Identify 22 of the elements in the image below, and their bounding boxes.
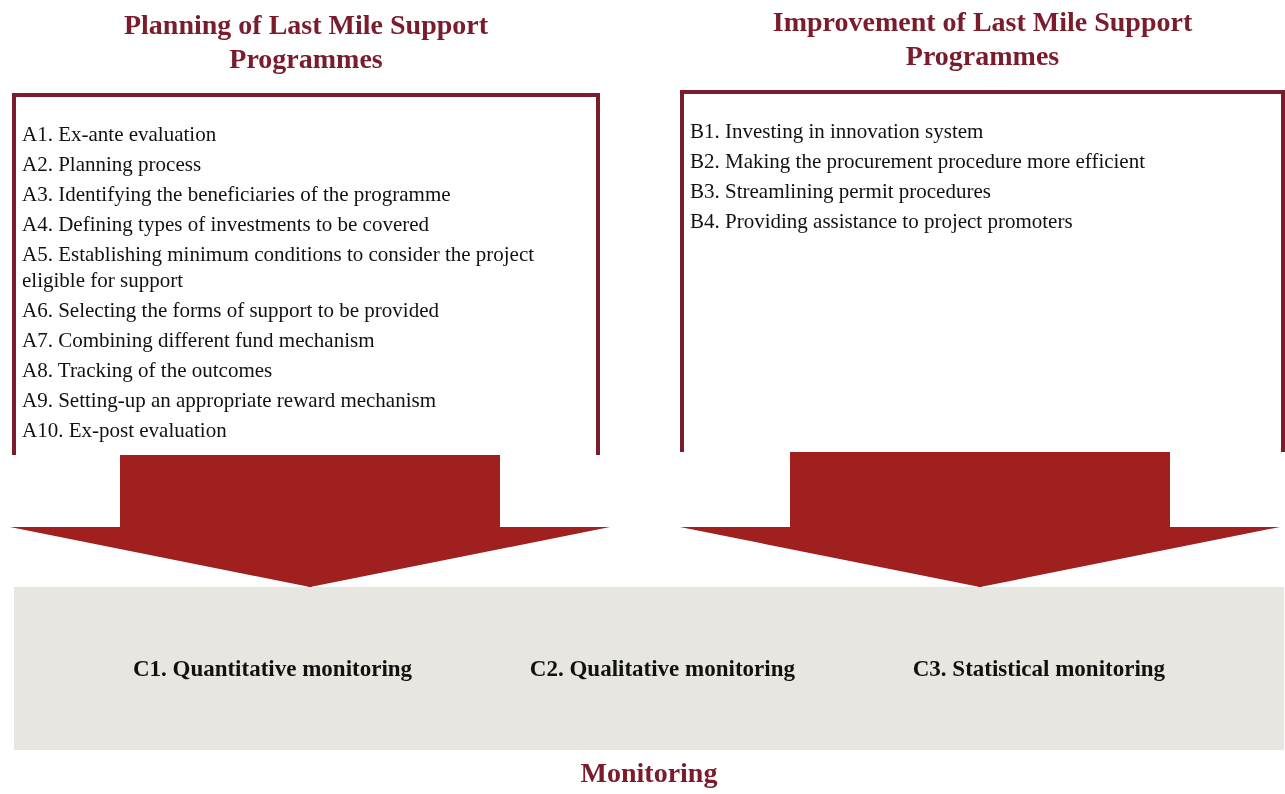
band-heading: Monitoring <box>579 757 719 789</box>
list-item: A6. Selecting the forms of support to be provided <box>22 297 439 323</box>
list-item: A8. Tracking of the outcomes <box>22 357 273 383</box>
block-arrow <box>10 455 610 587</box>
list-item: A1. Ex-ante evaluation <box>22 121 217 147</box>
list-item: B3. Streamlining permit procedures <box>690 178 991 204</box>
monitoring-type: C3. Statistical monitoring <box>912 655 1166 682</box>
list-item: A7. Combining different fund mechanism <box>22 327 375 353</box>
list-item: A2. Planning process <box>22 151 202 177</box>
list-item: A4. Defining types of investments to be covered <box>22 211 430 237</box>
panel-heading: Planning of Last Mile Support Programmes <box>122 8 490 76</box>
list-item: A3. Identifying the beneficiaries of the programme <box>22 181 451 207</box>
list-item: A10. Ex-post evaluation <box>22 417 227 443</box>
list-item: B4. Providing assistance to project promoters <box>690 208 1073 234</box>
monitoring-type: C2. Qualitative monitoring <box>529 655 795 682</box>
block-arrow <box>680 452 1280 587</box>
list-item: B1. Investing in innovation system <box>690 118 984 144</box>
panel-heading: Improvement of Last Mile Support Programmes <box>771 5 1194 73</box>
list-item: A5. Establishing minimum conditions to consider the project eligible for support <box>22 241 536 293</box>
monitoring-type: C1. Quantitative monitoring <box>132 655 413 682</box>
list-item: A9. Setting-up an appropriate reward mechanism <box>22 387 437 413</box>
list-item: B2. Making the procurement procedure more efficient <box>690 148 1146 174</box>
